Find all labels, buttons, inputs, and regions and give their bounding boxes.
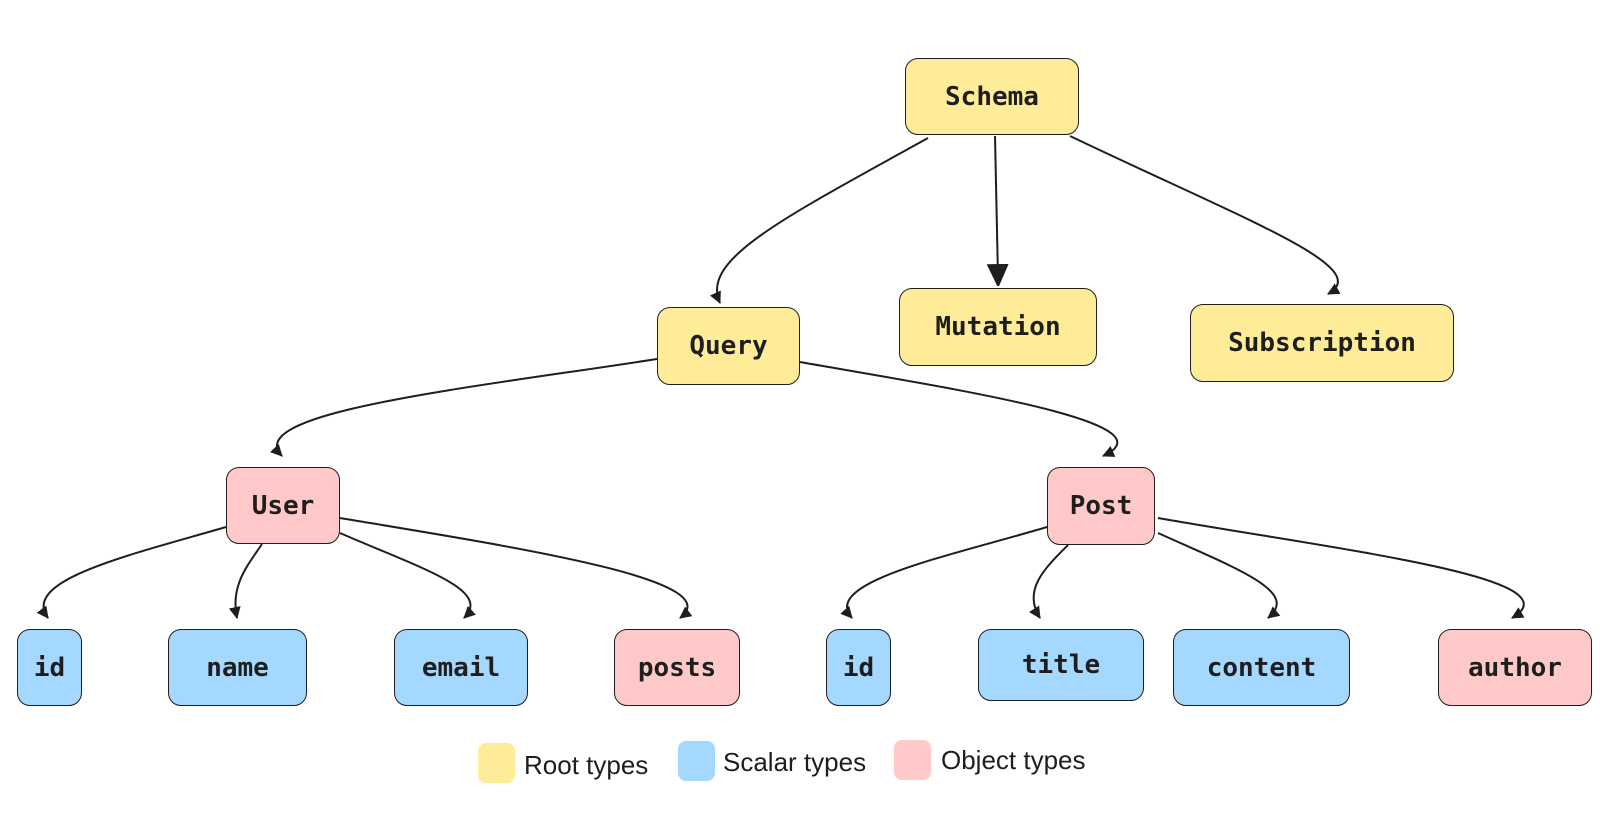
- edge-schema-mutation: [995, 135, 998, 278]
- edge-post-title: [1029, 544, 1069, 619]
- edge-post-id: [840, 526, 1048, 619]
- node-user-email: email: [394, 629, 528, 706]
- node-post-content: content: [1173, 629, 1350, 706]
- legend-swatch-root: [478, 743, 515, 783]
- legend-label-root: Root types: [524, 750, 649, 780]
- legend-swatch-object: [894, 740, 931, 780]
- edge-user-email: [339, 532, 477, 619]
- edge-user-id: [36, 526, 227, 619]
- node-post-author: author: [1438, 629, 1592, 706]
- node-post-id: id: [826, 629, 891, 706]
- edge-query-user: [270, 358, 658, 457]
- edge-post-author: [1157, 517, 1525, 619]
- legend-label-scalar: Scalar types: [723, 747, 867, 777]
- edge-user-name: [228, 543, 263, 619]
- node-mutation: Mutation: [899, 288, 1097, 366]
- node-schema: Schema: [905, 58, 1079, 135]
- edge-user-posts: [339, 517, 693, 619]
- node-user: User: [226, 467, 340, 544]
- edge-post-content: [1157, 532, 1281, 619]
- edge-schema-subscription: [1069, 135, 1341, 295]
- node-subscription: Subscription: [1190, 304, 1454, 382]
- node-post-title: title: [978, 629, 1144, 701]
- legend-label-object: Object types: [941, 745, 1086, 775]
- node-user-id: id: [17, 629, 82, 706]
- node-user-name: name: [168, 629, 307, 706]
- edge-query-post: [799, 361, 1119, 457]
- node-post: Post: [1047, 467, 1155, 545]
- edge-schema-query: [709, 137, 929, 304]
- node-query: Query: [657, 307, 800, 385]
- node-user-posts: posts: [614, 629, 740, 706]
- legend-swatch-scalar: [678, 741, 715, 781]
